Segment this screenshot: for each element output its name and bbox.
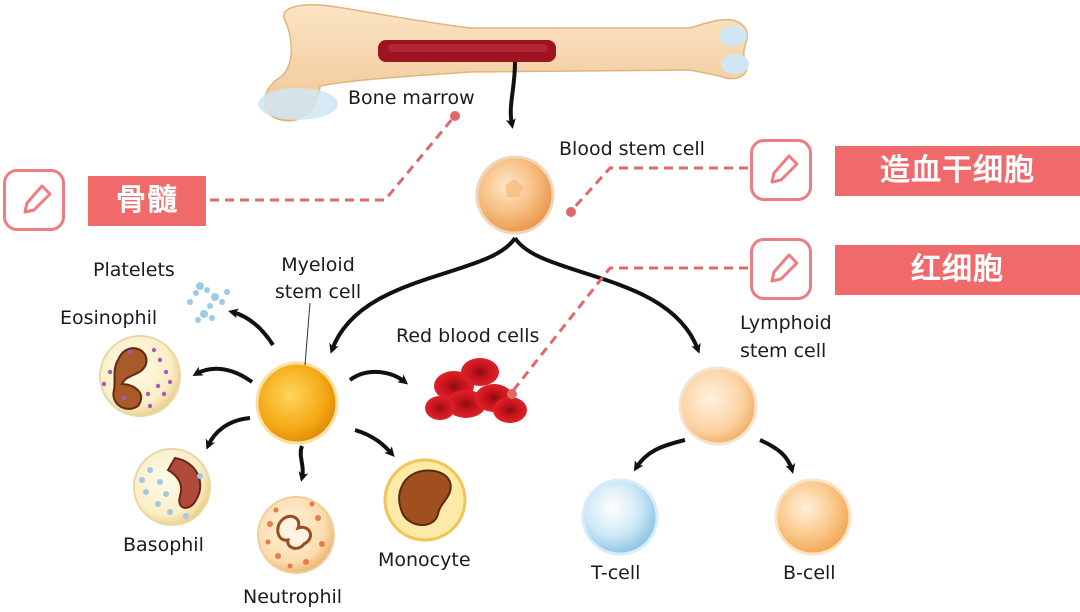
- label-basophil: Basophil: [123, 534, 204, 556]
- label-t-cell: T-cell: [591, 562, 641, 584]
- pencil-icon: [770, 154, 799, 184]
- monocyte-cell: [383, 458, 467, 542]
- arrow-stem-to-myeloid: [329, 236, 517, 354]
- label-lymphoid-line2: stem cell: [740, 340, 827, 362]
- pencil-icon: [770, 253, 799, 283]
- bone-illustration: [258, 4, 749, 122]
- edit-note-icon[interactable]: [750, 238, 812, 300]
- pencil-icon: [23, 184, 52, 214]
- arrow-lymphoid-to-tcell: [633, 438, 686, 472]
- arrow-lymphoid-to-bcell: [759, 438, 796, 474]
- label-eosinophil: Eosinophil: [60, 307, 158, 329]
- red-blood-cells: [425, 358, 527, 423]
- eosinophil-cell: [99, 335, 181, 417]
- arrow-stem-to-lymphoid: [513, 236, 701, 354]
- label-lymphoid-line1: Lymphoid: [740, 312, 832, 334]
- annotation-connectors: [210, 117, 748, 393]
- arrow-bone-to-stem: [505, 61, 517, 129]
- b-cell: [774, 478, 852, 556]
- label-myeloid-line1: Myeloid: [281, 254, 355, 276]
- myeloid-arrows: [192, 308, 409, 482]
- neutrophil-cell: [257, 496, 335, 574]
- label-monocyte: Monocyte: [378, 549, 471, 571]
- annotation-tag-red-blood-cells: 红细胞: [835, 245, 1080, 295]
- basophil-cell: [133, 448, 211, 526]
- edit-note-icon[interactable]: [750, 139, 812, 201]
- label-bone-marrow: Bone marrow: [348, 87, 475, 109]
- edit-note-icon[interactable]: [3, 169, 65, 231]
- label-myeloid-line2: stem cell: [274, 281, 362, 303]
- t-cell: [581, 478, 659, 556]
- lymphoid-stem-cell: [678, 366, 758, 446]
- blood-stem-cell: [475, 155, 555, 235]
- annotation-tag-bone-marrow: 骨髓: [88, 176, 206, 226]
- annotation-dots: [450, 111, 576, 399]
- label-neutrophil: Neutrophil: [243, 586, 343, 608]
- label-platelets: Platelets: [93, 259, 175, 281]
- label-red-blood-cells: Red blood cells: [396, 325, 540, 347]
- label-b-cell: B-cell: [783, 562, 836, 584]
- label-blood-stem-cell: Blood stem cell: [559, 138, 705, 160]
- annotation-tag-blood-stem-cell: 造血干细胞: [835, 146, 1080, 196]
- platelets: [187, 282, 230, 323]
- myeloid-stem-cell: [255, 302, 339, 445]
